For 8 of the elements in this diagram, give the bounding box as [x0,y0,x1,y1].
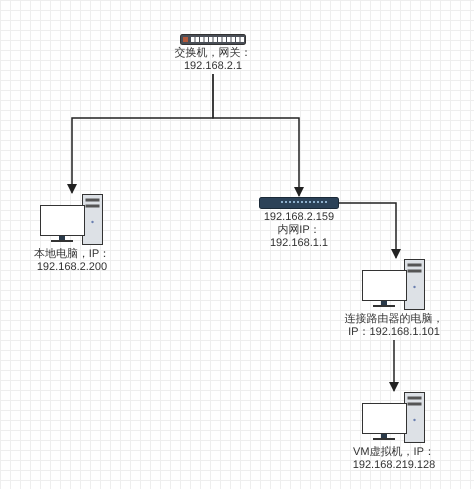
arrow [212,74,304,197]
ip-label: VM虚拟机，IP：192.168.219.128 [352,446,436,472]
ip-label: 本地电脑，IP：192.168.2.200 [32,248,112,274]
ip-label: 交换机，网关：192.168.2.1 [174,47,252,73]
arrow [389,340,399,392]
ip-label: 192.168.2.159 内网IP：192.168.1.1 [262,211,336,250]
arrow [339,202,401,259]
ip-label: 连接路由器的电脑，IP：192.168.1.101 [344,313,444,339]
